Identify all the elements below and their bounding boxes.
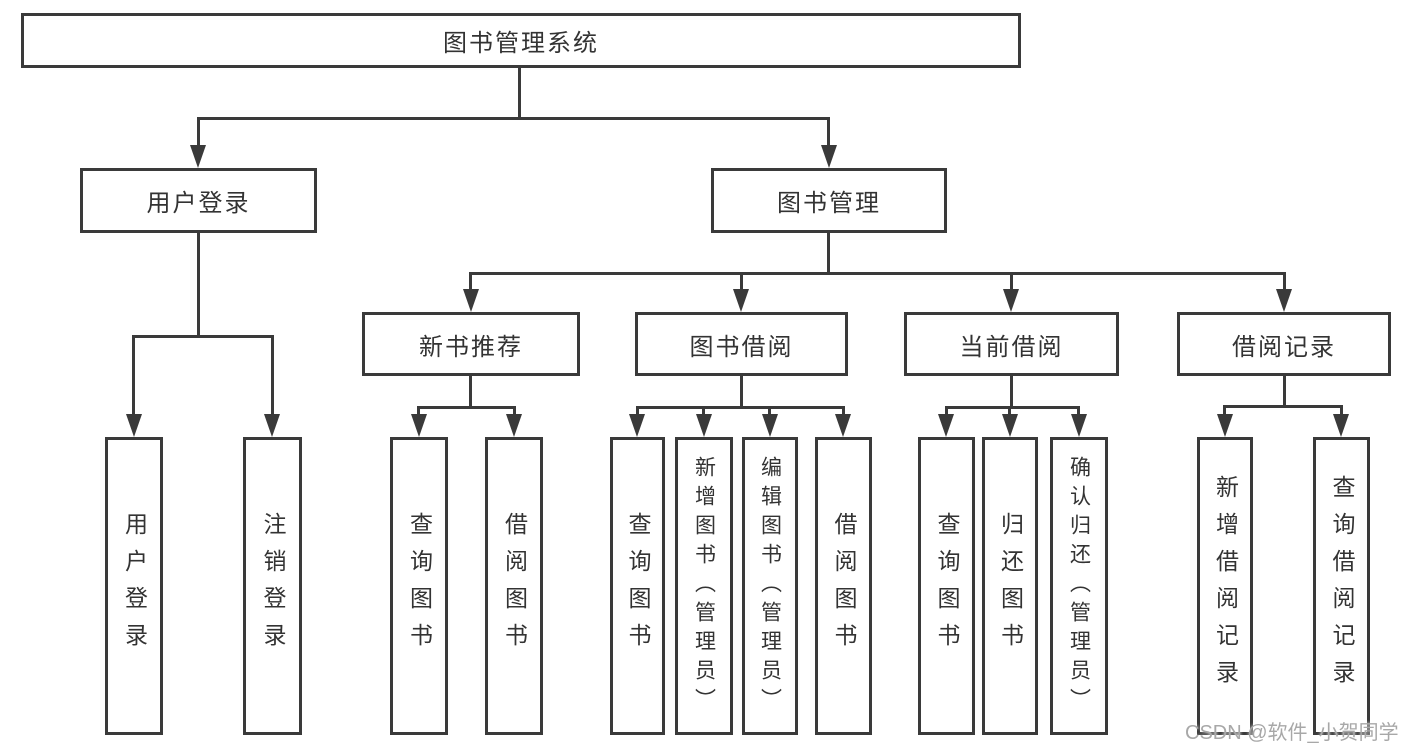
leaf-confirm-return-admin: 确认归还（管理员） — [1050, 437, 1108, 735]
leaf-user-login: 用户登录 — [105, 437, 163, 735]
leaf-query-books-recommend: 查询图书 — [390, 437, 448, 735]
arrowhead-down-icon — [1217, 414, 1233, 437]
node-root-library-system: 图书管理系统 — [21, 13, 1021, 68]
connector-line — [1008, 406, 1011, 416]
arrowhead-down-icon — [1071, 414, 1087, 437]
connector-line — [740, 376, 743, 408]
connector-line — [827, 233, 830, 274]
connector-line — [702, 406, 705, 416]
arrowhead-down-icon — [264, 414, 280, 437]
connector-line — [469, 272, 472, 291]
arrowhead-down-icon — [1333, 414, 1349, 437]
arrowhead-down-icon — [821, 145, 837, 168]
connector-line — [945, 406, 948, 416]
connector-line — [842, 406, 845, 416]
connector-line — [1010, 272, 1013, 291]
connector-line — [513, 406, 516, 416]
connector-line — [417, 406, 420, 416]
leaf-edit-book-admin: 编辑图书（管理员） — [742, 437, 798, 735]
arrowhead-down-icon — [1002, 414, 1018, 437]
arrowhead-down-icon — [126, 414, 142, 437]
node-book-borrow: 图书借阅 — [635, 312, 848, 376]
leaf-add-borrow-record: 新增借阅记录 — [1197, 437, 1253, 735]
arrowhead-down-icon — [938, 414, 954, 437]
connector-line — [636, 406, 845, 409]
connector-line — [1283, 272, 1286, 291]
leaf-query-borrow-record: 查询借阅记录 — [1313, 437, 1370, 735]
leaf-borrow-book: 借阅图书 — [815, 437, 872, 735]
connector-line — [469, 272, 1286, 275]
arrowhead-down-icon — [506, 414, 522, 437]
arrowhead-down-icon — [835, 414, 851, 437]
connector-line — [1340, 405, 1343, 416]
connector-line — [518, 68, 521, 117]
connector-line — [469, 376, 472, 408]
connector-line — [197, 117, 830, 120]
connector-line — [1077, 406, 1080, 416]
node-current-borrow: 当前借阅 — [904, 312, 1119, 376]
arrowhead-down-icon — [411, 414, 427, 437]
arrowhead-down-icon — [1276, 289, 1292, 312]
leaf-query-books-current: 查询图书 — [918, 437, 975, 735]
connector-line — [768, 406, 771, 416]
node-borrow-records: 借阅记录 — [1177, 312, 1391, 376]
arrowhead-down-icon — [190, 145, 206, 168]
connector-line — [636, 406, 639, 416]
arrowhead-down-icon — [1003, 289, 1019, 312]
connector-line — [945, 406, 1080, 409]
connector-line — [271, 335, 274, 416]
leaf-query-books-borrow: 查询图书 — [610, 437, 665, 735]
arrowhead-down-icon — [629, 414, 645, 437]
csdn-watermark: CSDN @软件_小贺同学 — [1185, 722, 1399, 744]
node-book-management: 图书管理 — [711, 168, 947, 233]
leaf-logout: 注销登录 — [243, 437, 302, 735]
connector-line — [132, 335, 135, 416]
leaf-return-book: 归还图书 — [982, 437, 1038, 735]
arrowhead-down-icon — [762, 414, 778, 437]
connector-line — [417, 406, 516, 409]
connector-line — [1223, 405, 1342, 408]
connector-line — [1010, 376, 1013, 408]
arrowhead-down-icon — [463, 289, 479, 312]
connector-line — [740, 272, 743, 291]
connector-line — [827, 117, 830, 147]
connector-line — [1283, 376, 1286, 407]
node-new-book-recommend: 新书推荐 — [362, 312, 580, 376]
connector-line — [132, 335, 274, 338]
leaf-add-book-admin: 新增图书（管理员） — [675, 437, 733, 735]
connector-line — [197, 233, 200, 337]
arrowhead-down-icon — [696, 414, 712, 437]
connector-line — [197, 117, 200, 147]
leaf-borrow-books-recommend: 借阅图书 — [485, 437, 543, 735]
connector-line — [1223, 405, 1226, 416]
arrowhead-down-icon — [733, 289, 749, 312]
node-user-login: 用户登录 — [80, 168, 317, 233]
